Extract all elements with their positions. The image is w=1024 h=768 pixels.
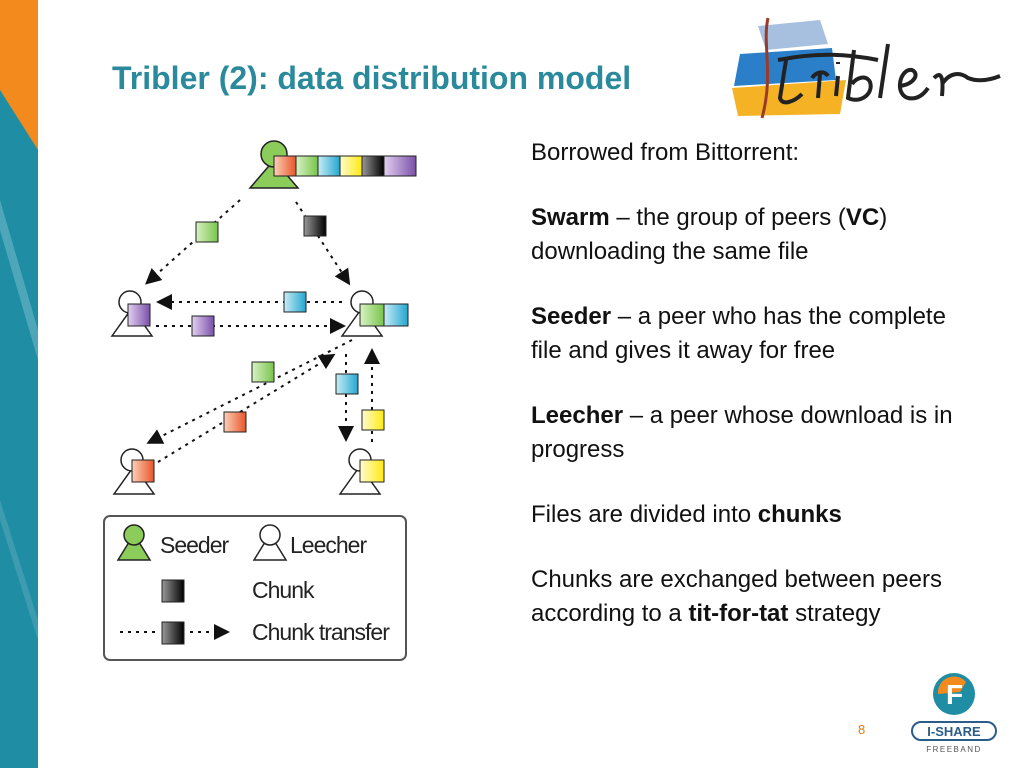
leecher-paragraph: Leecher – a peer whose download is in pr… — [531, 402, 953, 463]
leecher-bottom-left — [112, 448, 156, 495]
legend-chunk-label: Chunk — [252, 577, 315, 603]
leecher-top-left — [110, 290, 154, 337]
swarm-paragraph: Swarm – the group of peers (VC) download… — [531, 204, 888, 265]
intro-paragraph: Borrowed from Bittorrent: — [531, 139, 800, 166]
tit-for-tat-paragraph: Chunks are exchanged between peers accor… — [531, 566, 942, 627]
bullet-text: Borrowed from Bittorrent: Swarm – the gr… — [531, 136, 971, 662]
tribler-logo — [732, 17, 1001, 119]
legend: Seeder Leecher Chunk Chunk transfer — [103, 515, 407, 661]
legend-seeder-label: Seeder — [160, 532, 230, 558]
ishare-logo: F I-SHARE FREEBAND — [911, 673, 997, 754]
leecher-bottom-right — [338, 448, 385, 495]
ishare-logo-subtitle: FREEBAND — [926, 745, 982, 754]
legend-leecher-label: Leecher — [290, 532, 367, 558]
slide-title: Tribler (2): data distribution model — [112, 60, 632, 96]
transfer-arrows — [145, 199, 380, 463]
transferred-chunks — [191, 215, 385, 433]
legend-chunk-transfer-label: Chunk transfer — [252, 619, 390, 645]
chunks-paragraph: Files are divided into chunks — [531, 501, 842, 528]
leecher-top-right — [340, 290, 409, 337]
ishare-logo-name: I-SHARE — [927, 724, 981, 739]
sidebar-decoration — [0, 0, 38, 768]
ishare-logo-letter: F — [946, 679, 963, 710]
seeder-peer — [248, 140, 417, 189]
swarm-diagram: Seeder Leecher Chunk Chunk transfer — [103, 140, 417, 661]
page-number: 8 — [858, 722, 866, 737]
seeder-paragraph: Seeder – a peer who has the complete fil… — [531, 303, 946, 364]
